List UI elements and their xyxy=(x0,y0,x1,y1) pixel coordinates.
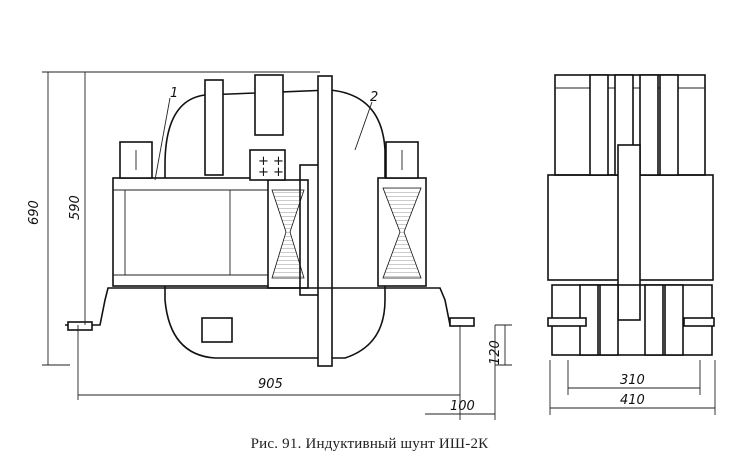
side-center-bar xyxy=(617,144,641,321)
technical-drawing: + + + + xyxy=(27,71,716,420)
dim-690: 690 xyxy=(27,200,42,225)
core-block xyxy=(112,177,274,287)
figure-caption: Рис. 91. Индуктивный шунт ИШ-2К xyxy=(250,436,489,452)
dim-100: 100 xyxy=(450,399,475,414)
center-bar xyxy=(317,75,333,367)
housing-outline xyxy=(164,89,386,359)
svg-text:+ +: + + xyxy=(258,154,284,169)
dim-310: 310 xyxy=(620,373,645,388)
terminal-left xyxy=(204,79,224,176)
dimensions: 690 590 905 100 120 310 410 1 2 xyxy=(27,71,716,420)
front-view: + + + + xyxy=(65,74,475,367)
dim-590: 590 xyxy=(68,195,83,220)
svg-text:+ +: + + xyxy=(258,165,284,180)
dim-410: 410 xyxy=(620,393,645,408)
dim-905: 905 xyxy=(258,377,283,392)
callout-1: 1 xyxy=(170,86,178,101)
dim-120: 120 xyxy=(488,340,503,365)
terminal-right xyxy=(254,74,284,136)
side-view xyxy=(547,74,715,356)
callout-2: 2 xyxy=(370,90,378,105)
base-frame xyxy=(65,287,470,326)
